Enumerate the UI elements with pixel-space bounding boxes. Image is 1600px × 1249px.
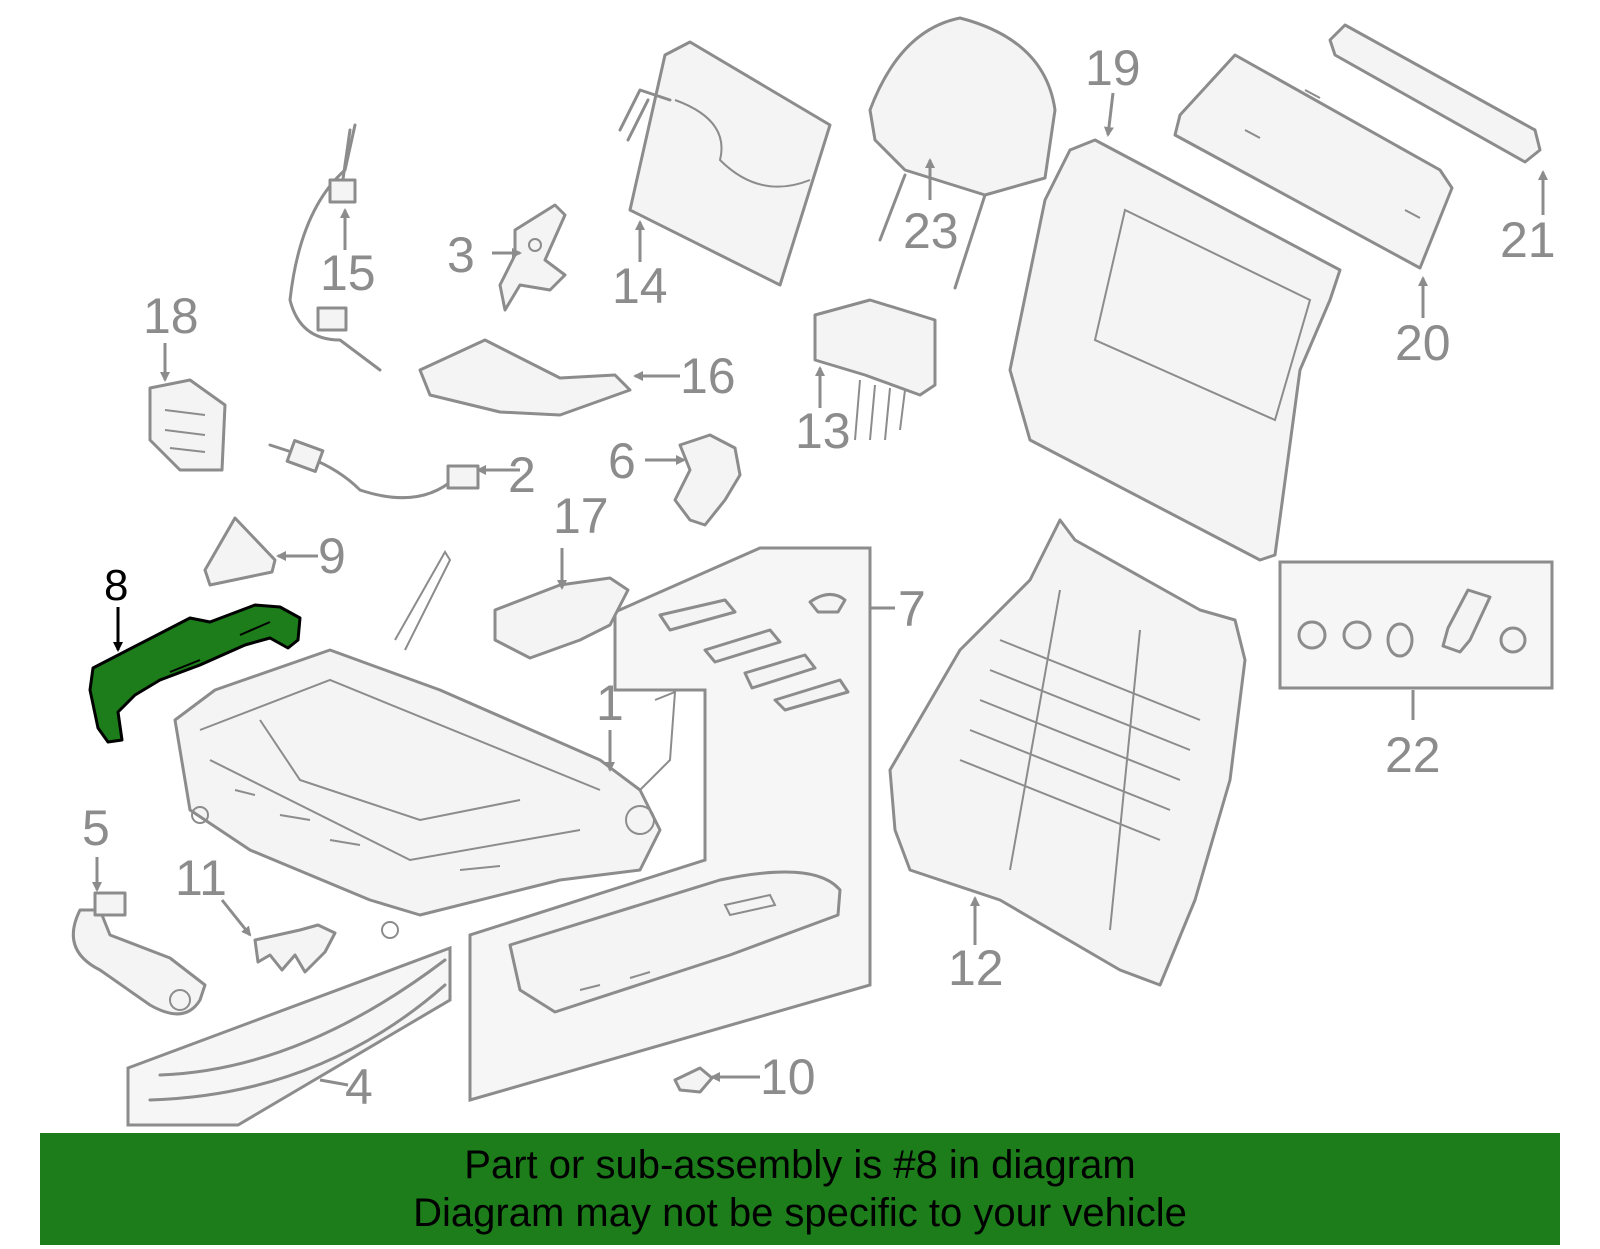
callout-5: 5 [82,800,110,856]
part-18-switch[interactable] [148,378,227,472]
part-22-clips[interactable] [1297,588,1527,658]
part-21-trim-strip[interactable] [1328,23,1542,164]
callout-9: 9 [318,528,346,584]
callout-3: 3 [447,227,475,283]
callout-19: 19 [1085,40,1141,96]
part-6-bracket[interactable] [673,433,742,527]
callout-12: 12 [948,940,1004,996]
part-20-back-panel[interactable] [1173,53,1454,270]
part-17-module[interactable] [493,576,630,660]
callout-17: 17 [553,488,609,544]
leader-4 [319,1078,349,1087]
callout-4: 4 [345,1059,373,1115]
callout-20: 20 [1395,315,1451,371]
callout-22: 22 [1385,727,1441,783]
callout-8: 8 [104,561,128,610]
callout-7: 7 [898,581,926,637]
part-9-trim[interactable] [203,516,277,587]
part-16-heater[interactable] [418,338,632,417]
part-22-group-box [1278,560,1554,690]
part-14-back-panel[interactable] [618,40,832,287]
part-7-switches[interactable] [508,593,850,1014]
callout-2: 2 [508,447,536,503]
part-4-trim-strip[interactable] [148,958,447,1102]
part-10-clip[interactable] [673,1066,714,1094]
callout-21: 21 [1500,212,1556,268]
part-4-group-box [126,945,452,1127]
callout-10: 10 [760,1049,816,1105]
callout-23: 23 [903,203,959,259]
banner-line-1: Part or sub-assembly is #8 in diagram [464,1143,1136,1187]
callout-1: 1 [596,675,624,731]
part-2-cable[interactable] [268,439,480,500]
callout-18: 18 [143,288,199,344]
callout-16: 16 [680,348,736,404]
info-banner: Part or sub-assembly is #8 in diagram Di… [40,1133,1560,1245]
part-12-seatback-frame[interactable] [888,518,1247,987]
part-1-seat-frame[interactable] [173,550,677,939]
part-19-seatback-cover[interactable] [1008,138,1342,562]
part-23-headrest[interactable] [868,16,1057,290]
leader-11 [220,899,252,937]
part-11-bracket[interactable] [253,923,337,974]
part-15-cable[interactable] [288,123,382,372]
callout-11: 11 [175,850,227,906]
part-13-recliner[interactable] [813,298,937,441]
callout-15: 15 [320,245,376,301]
part-8-side-trim-highlighted[interactable] [88,603,302,744]
part-5-motor[interactable] [71,891,207,1016]
callout-6: 6 [608,433,636,489]
callout-14: 14 [612,258,668,314]
part-3-bracket[interactable] [498,203,567,312]
callout-13: 13 [795,403,851,459]
leader-19 [1103,92,1115,137]
banner-line-2: Diagram may not be specific to your vehi… [413,1191,1187,1235]
